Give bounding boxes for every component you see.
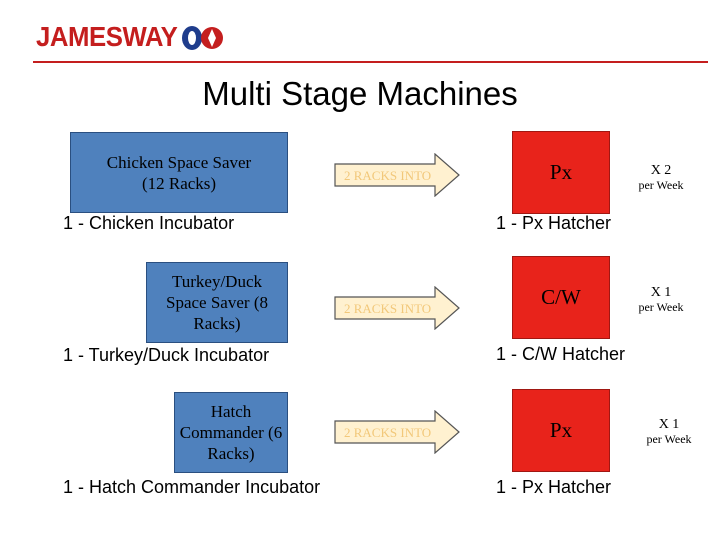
jamesway-logo-mark-icon <box>182 26 223 50</box>
frequency-badge: X 2 per Week <box>628 150 694 204</box>
machine-name: Hatch Commander (6 Racks) <box>179 402 283 463</box>
frequency-count: X 1 <box>658 416 680 432</box>
arrow-label: 2 RACKS INTO <box>344 425 431 440</box>
machine-name: Chicken Space Saver (12 Racks) <box>106 152 252 193</box>
hatcher-label: 1 - Px Hatcher <box>496 213 612 233</box>
frequency-count: X 2 <box>650 162 672 178</box>
header-rule <box>33 61 708 63</box>
arrow-label: 2 RACKS INTO <box>344 301 431 316</box>
page-title: Multi Stage Machines <box>202 75 518 112</box>
arrow-icon: 2 RACKS INTO <box>334 153 460 197</box>
machine-label: 1 - Chicken Incubator <box>63 213 235 233</box>
hatcher-label: 1 - Px Hatcher <box>496 477 612 497</box>
hatcher-label: 1 - C/W Hatcher <box>496 344 626 364</box>
hatcher-box-px: Px <box>512 389 610 472</box>
machine-box-hatch-commander: Hatch Commander (6 Racks) <box>174 392 288 473</box>
frequency-unit: per Week <box>638 299 684 314</box>
hatcher-name: C/W <box>541 285 581 309</box>
arrow-label: 2 RACKS INTO <box>344 168 431 183</box>
frequency-badge: X 1 per Week <box>636 404 702 458</box>
machine-box-turkey-duck: Turkey/Duck Space Saver (8 Racks) <box>146 262 288 343</box>
machine-label: 1 - Hatch Commander Incubator <box>63 477 321 497</box>
machine-box-chicken: Chicken Space Saver (12 Racks) <box>70 132 288 213</box>
arrow-icon: 2 RACKS INTO <box>334 286 460 330</box>
frequency-badge: X 1 per Week <box>628 272 694 326</box>
hatcher-box-px: Px <box>512 131 610 214</box>
hatcher-box-cw: C/W <box>512 256 610 339</box>
frequency-unit: per Week <box>646 431 692 446</box>
arrow-icon: 2 RACKS INTO <box>334 410 460 454</box>
frequency-unit: per Week <box>638 177 684 192</box>
machine-name: Turkey/Duck Space Saver (8 Racks) <box>166 272 268 333</box>
machine-label: 1 - Turkey/Duck Incubator <box>63 345 270 365</box>
frequency-count: X 1 <box>650 284 672 300</box>
logo-wordmark: JAMESWAY <box>36 21 178 52</box>
hatcher-name: Px <box>549 418 573 442</box>
hatcher-name: Px <box>549 160 573 184</box>
